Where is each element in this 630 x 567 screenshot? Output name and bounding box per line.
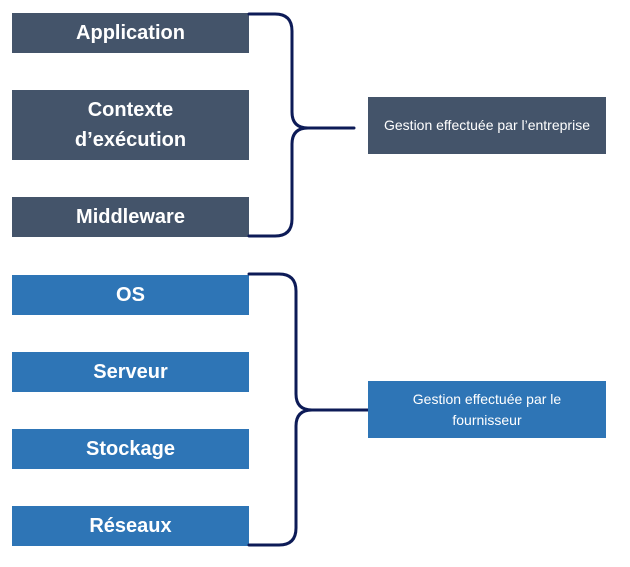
layer-label: Serveur: [93, 361, 168, 383]
layer-label: Réseaux: [89, 515, 172, 537]
layer-serveur: Serveur: [12, 352, 249, 392]
layer-contexte-execution: Contexte d’exécution: [12, 90, 249, 160]
enterprise-label-text: Gestion effectuée par l’entreprise: [384, 117, 590, 133]
enterprise-label: Gestion effectuée par l’entreprise: [368, 97, 606, 154]
layer-application: Application: [12, 13, 249, 53]
layer-stockage: Stockage: [12, 429, 249, 469]
provider-label-text: Gestion effectuée par le fournisseur: [412, 390, 562, 428]
layer-label: OS: [116, 284, 145, 306]
layer-reseaux: Réseaux: [12, 506, 249, 546]
layer-label: Application: [76, 22, 185, 44]
enterprise-bracket: [247, 12, 356, 238]
layer-os: OS: [12, 275, 249, 315]
layer-label: Stockage: [86, 438, 175, 460]
layer-label: Middleware: [76, 206, 185, 228]
layer-label: Contexte d’exécution: [74, 99, 187, 151]
provider-bracket: [247, 272, 370, 547]
layer-middleware: Middleware: [12, 197, 249, 237]
provider-label: Gestion effectuée par le fournisseur: [368, 381, 606, 438]
